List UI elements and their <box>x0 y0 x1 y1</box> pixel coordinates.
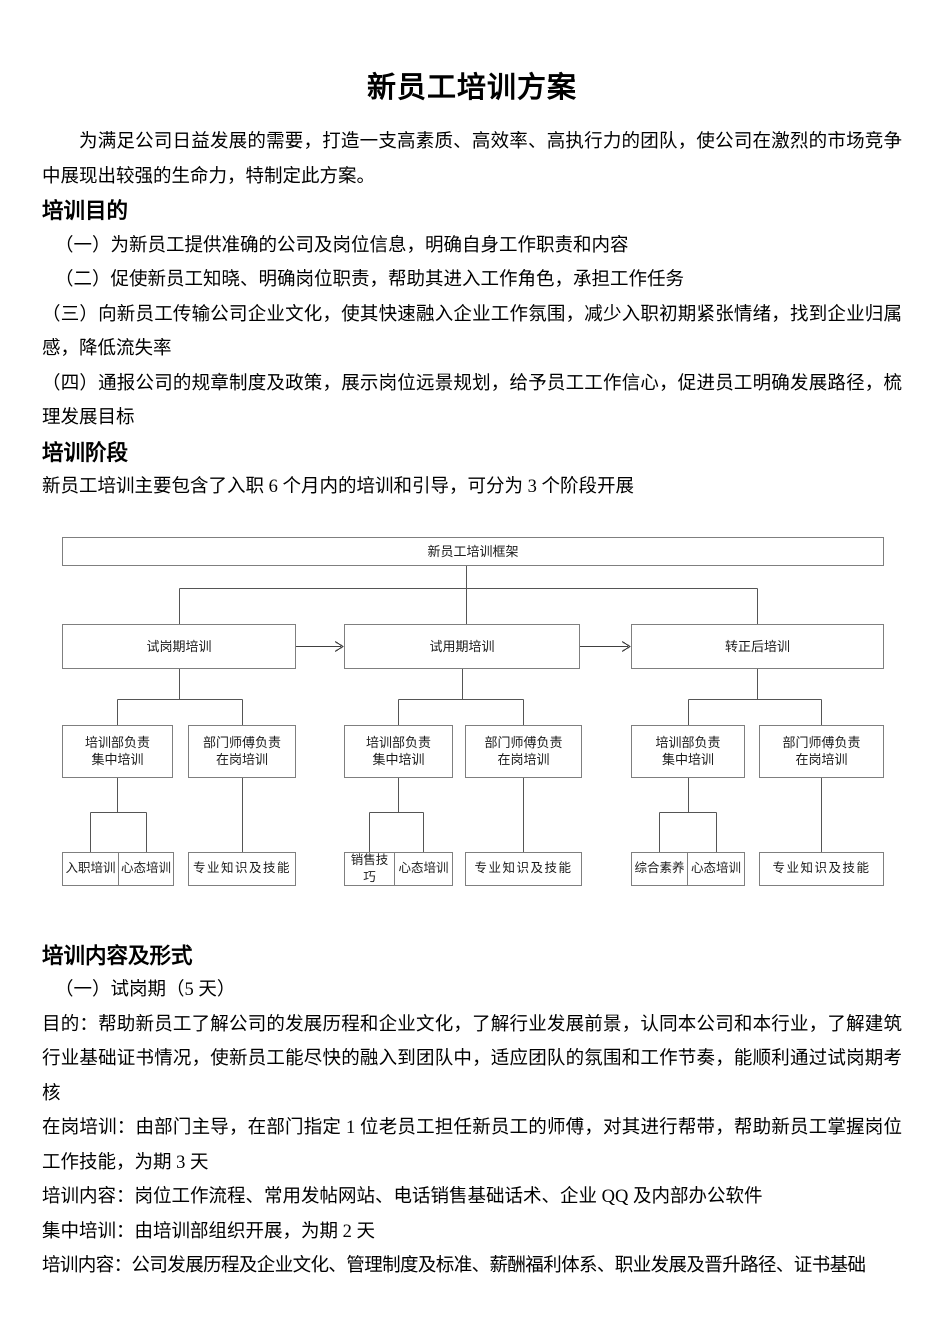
intro-paragraph: 为满足公司日益发展的需要，打造一支高素质、高效率、高执行力的团队，使公司在激烈的… <box>42 132 902 187</box>
section-heading-purpose: 培训目的 <box>42 199 129 223</box>
role-line: 部门师傅负责 <box>202 735 281 750</box>
doc-title: 新员工培训方案 <box>366 72 577 104</box>
stage-label: 试用期培训 <box>429 638 495 654</box>
purpose-item-3: （三）向新员工传输公司企业文化，使其快速融入企业工作氛围，减少入职初期紧张情绪，… <box>42 304 902 360</box>
section-heading-content: 培训内容及形式 <box>42 943 193 968</box>
purpose-item-4: （四）通报公司的规章制度及政策，展示岗位远景规划，给予员工工作信心，促进员工明确… <box>42 373 902 429</box>
leaf-box: 入职培训 <box>62 851 119 886</box>
content-paragraph-central-items: 培训内容：公司发展历程及企业文化、管理制度及标准、薪酬福利体系、职业发展及晋升路… <box>42 1256 866 1276</box>
role-box-onjob-1: 部门师傅负责 在岗培训 <box>188 724 296 778</box>
stages-intro-line: 新员工培训主要包含了入职 6 个月内的培训和引导，可分为 3 个阶段开展 <box>42 477 635 497</box>
role-line: 培训部负责 <box>365 735 431 750</box>
leaf-label: 专业知识及技能 <box>772 861 871 875</box>
leaf-label: 心态培训 <box>120 861 171 875</box>
leaf-box: 专业知识及技能 <box>759 851 884 886</box>
leaf-label: 综合素养 <box>634 861 685 875</box>
chart-root-box: 新员工培训框架 <box>62 536 884 566</box>
role-box-central-3: 培训部负责 集中培训 <box>631 724 745 778</box>
leaf-box: 心态培训 <box>687 851 745 886</box>
role-box-onjob-3: 部门师傅负责 在岗培训 <box>759 724 884 778</box>
role-line: 在岗培训 <box>497 752 550 767</box>
chart-root-label: 新员工培训框架 <box>427 543 519 559</box>
stage-box-probe: 试岗期培训 <box>62 623 296 669</box>
role-line: 集中培训 <box>661 752 714 767</box>
leaf-box: 专业知识及技能 <box>465 851 582 886</box>
role-box-onjob-2: 部门师傅负责 在岗培训 <box>465 724 582 778</box>
stage-box-trial: 试用期培训 <box>344 623 580 669</box>
org-chart: 新员工培训框架 试岗期培训 试用期培训 转正后培训 培训部负责 集中培训 部门师… <box>0 529 950 889</box>
purpose-item-2: （二）促使新员工知晓、明确岗位职责，帮助其进入工作角色，承担工作任务 <box>55 270 685 290</box>
leaf-label: 销售技巧 <box>350 852 389 884</box>
content-paragraph-onjob: 在岗培训：由部门主导，在部门指定 1 位老员工担任新员工的师傅，对其进行帮带，帮… <box>42 1118 902 1173</box>
leaf-label: 专业知识及技能 <box>192 861 291 875</box>
role-line: 集中培训 <box>91 752 144 767</box>
leaf-label: 心态培训 <box>398 861 449 875</box>
leaf-label: 心态培训 <box>690 861 741 875</box>
role-box-central-2: 培训部负责 集中培训 <box>344 724 453 778</box>
role-box-central-1: 培训部负责 集中培训 <box>62 724 173 778</box>
role-line: 集中培训 <box>372 752 425 767</box>
role-line: 培训部负责 <box>655 735 721 750</box>
stage-box-regular: 转正后培训 <box>631 623 884 669</box>
content-subheading: （一）试岗期（5 天） <box>55 980 236 1000</box>
content-paragraph-goal: 目的：帮助新员工了解公司的发展历程和企业文化，了解行业发展前景，认同本公司和本行… <box>42 1014 902 1104</box>
role-line: 在岗培训 <box>215 752 268 767</box>
connector-lines <box>90 565 822 852</box>
leaf-box: 心态培训 <box>118 851 174 886</box>
leaf-box: 综合素养 <box>631 851 688 886</box>
role-line: 培训部负责 <box>84 735 150 750</box>
content-paragraph-central: 集中培训：由培训部组织开展，为期 2 天 <box>42 1221 376 1242</box>
leaf-label: 入职培训 <box>65 861 116 875</box>
content-paragraph-onjob-items: 培训内容：岗位工作流程、常用发帖网站、电话销售基础话术、企业 QQ 及内部办公软… <box>42 1187 763 1207</box>
leaf-box: 专业知识及技能 <box>188 851 296 886</box>
leaf-box: 销售技巧 <box>344 851 395 886</box>
stage-label: 转正后培训 <box>724 638 790 654</box>
role-line: 在岗培训 <box>795 752 848 767</box>
purpose-item-1: （一）为新员工提供准确的公司及岗位信息，明确自身工作职责和内容 <box>55 235 629 256</box>
leaf-label: 专业知识及技能 <box>474 861 573 875</box>
leaf-box: 心态培训 <box>394 851 453 886</box>
section-heading-stages: 培训阶段 <box>42 440 129 465</box>
stage-label: 试岗期培训 <box>146 638 212 654</box>
role-line: 部门师傅负责 <box>484 735 563 750</box>
role-line: 部门师傅负责 <box>782 735 861 750</box>
